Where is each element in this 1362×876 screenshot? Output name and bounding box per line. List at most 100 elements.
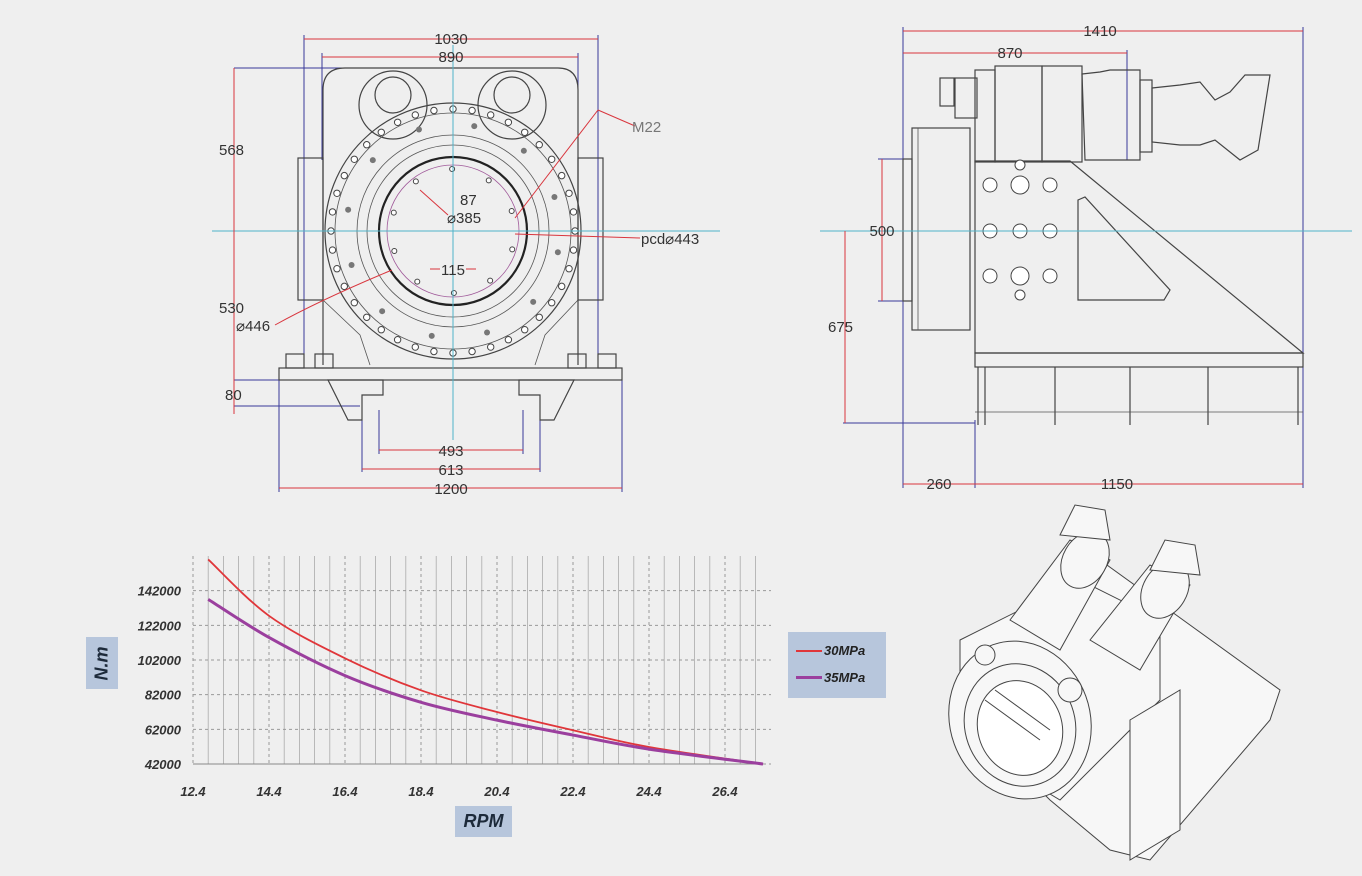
bolt-hole [363,313,371,321]
dim-890: 890 [438,49,463,66]
side-view-drawing: 1410 870 500 675 260 1150 [820,23,1352,493]
dim-870: 870 [997,45,1022,62]
bolt-hole [333,189,341,197]
isometric-render [948,504,1281,861]
bolt-hole [428,332,435,339]
bolt-hole [411,111,419,119]
chart-series [207,558,764,766]
bolt-hole [487,111,495,119]
bolt-hole [487,343,495,351]
legend-swatch-35mpa [796,676,822,679]
bolt-hole [484,329,491,336]
dim-1410: 1410 [1083,23,1116,40]
bolt-hole [471,123,478,130]
bolt-hole [328,208,337,216]
dim-260: 260 [926,476,951,493]
right-foot [518,379,575,421]
x-axis-label-text: RPM [463,811,504,831]
dim-1030: 1030 [434,31,467,48]
left-side-plate [297,157,324,301]
x-tick-label: 26.4 [711,784,738,799]
bolt-hole [468,106,476,115]
y-tick-label: 62000 [145,722,182,737]
bolt-hole [520,147,527,154]
spline-bolt-hole [485,177,492,184]
dim-675: 675 [828,319,853,336]
chart-grid [192,556,771,765]
spline-bolt-hole [508,208,515,215]
legend-item-35mpa: 35MPa [796,670,865,685]
y-tick-label: 82000 [145,688,182,703]
y-axis-label-text: N.m [91,645,112,681]
series-line-30mpa [207,558,764,765]
dim-m22: M22 [632,119,661,136]
bolt-hole [504,336,513,344]
bolt-hole [569,208,578,216]
series-line-35mpa [207,598,764,766]
bolt-hole [393,336,402,344]
x-tick-label: 22.4 [559,784,586,799]
bolt-hole [377,128,385,136]
spline-bolt-hole [487,277,494,284]
base-plate [278,367,623,381]
bolt-hole [430,347,438,356]
dim-115: 115 [441,262,465,279]
bolt-hole [521,326,529,334]
spline-bolt-hole [509,246,516,253]
bolt-hole [350,299,358,307]
bolt-holes [327,105,579,357]
bolt-hole [558,282,566,291]
x-tick-label: 14.4 [256,784,282,799]
bolt-hole [348,262,355,269]
bolt-hole [535,141,543,149]
bolt-hole [530,298,537,305]
spline-bolt-hole [449,166,456,173]
bolt-hole [393,118,402,126]
dim-493: 493 [438,443,463,460]
spline-bolt-hole [390,209,397,216]
x-tick-label: 16.4 [332,784,358,799]
bolt-hole [565,265,573,273]
dim-530: 530 [219,300,244,317]
x-tick-label: 12.4 [180,784,206,799]
legend-item-30mpa: 30MPa [796,643,865,658]
legend-label-35mpa: 35MPa [824,670,866,685]
bolt-hole [548,155,556,163]
bolt-hole [328,246,337,254]
bolt-hole [569,246,578,254]
bolt-hole [345,206,352,213]
bolt-hole [363,141,371,149]
bolt-hole [379,308,386,315]
bolt-hole [340,282,348,291]
dim-80: 80 [225,387,242,404]
y-tick-label: 102000 [138,653,182,668]
bolt-hole [548,299,556,307]
hydraulic-motor [1151,74,1271,161]
dim-87: 87 [460,192,477,209]
bolt-hole [340,171,348,180]
bolt-hole [430,106,438,115]
dim-613: 613 [438,462,463,479]
dim-568: 568 [219,142,244,159]
bolt-hole [411,343,419,351]
output-flange [911,127,971,331]
y-axis-label: N.m [86,637,118,689]
bolt-hole [333,265,341,273]
y-tick-label: 122000 [138,618,182,633]
extension-lines [234,35,623,492]
bolt-hole [415,126,422,133]
legend-label-30mpa: 30MPa [824,643,866,658]
bolt-hole [504,118,513,126]
right-side-plate [577,157,604,301]
bolt-hole [554,249,561,256]
dim-500: 500 [869,223,894,240]
x-axis-label: RPM [455,806,512,837]
dim-1150: 1150 [1101,476,1133,493]
x-tick-label: 24.4 [635,784,662,799]
bolt-hole [377,326,385,334]
spline-bolt-hole [450,289,457,296]
